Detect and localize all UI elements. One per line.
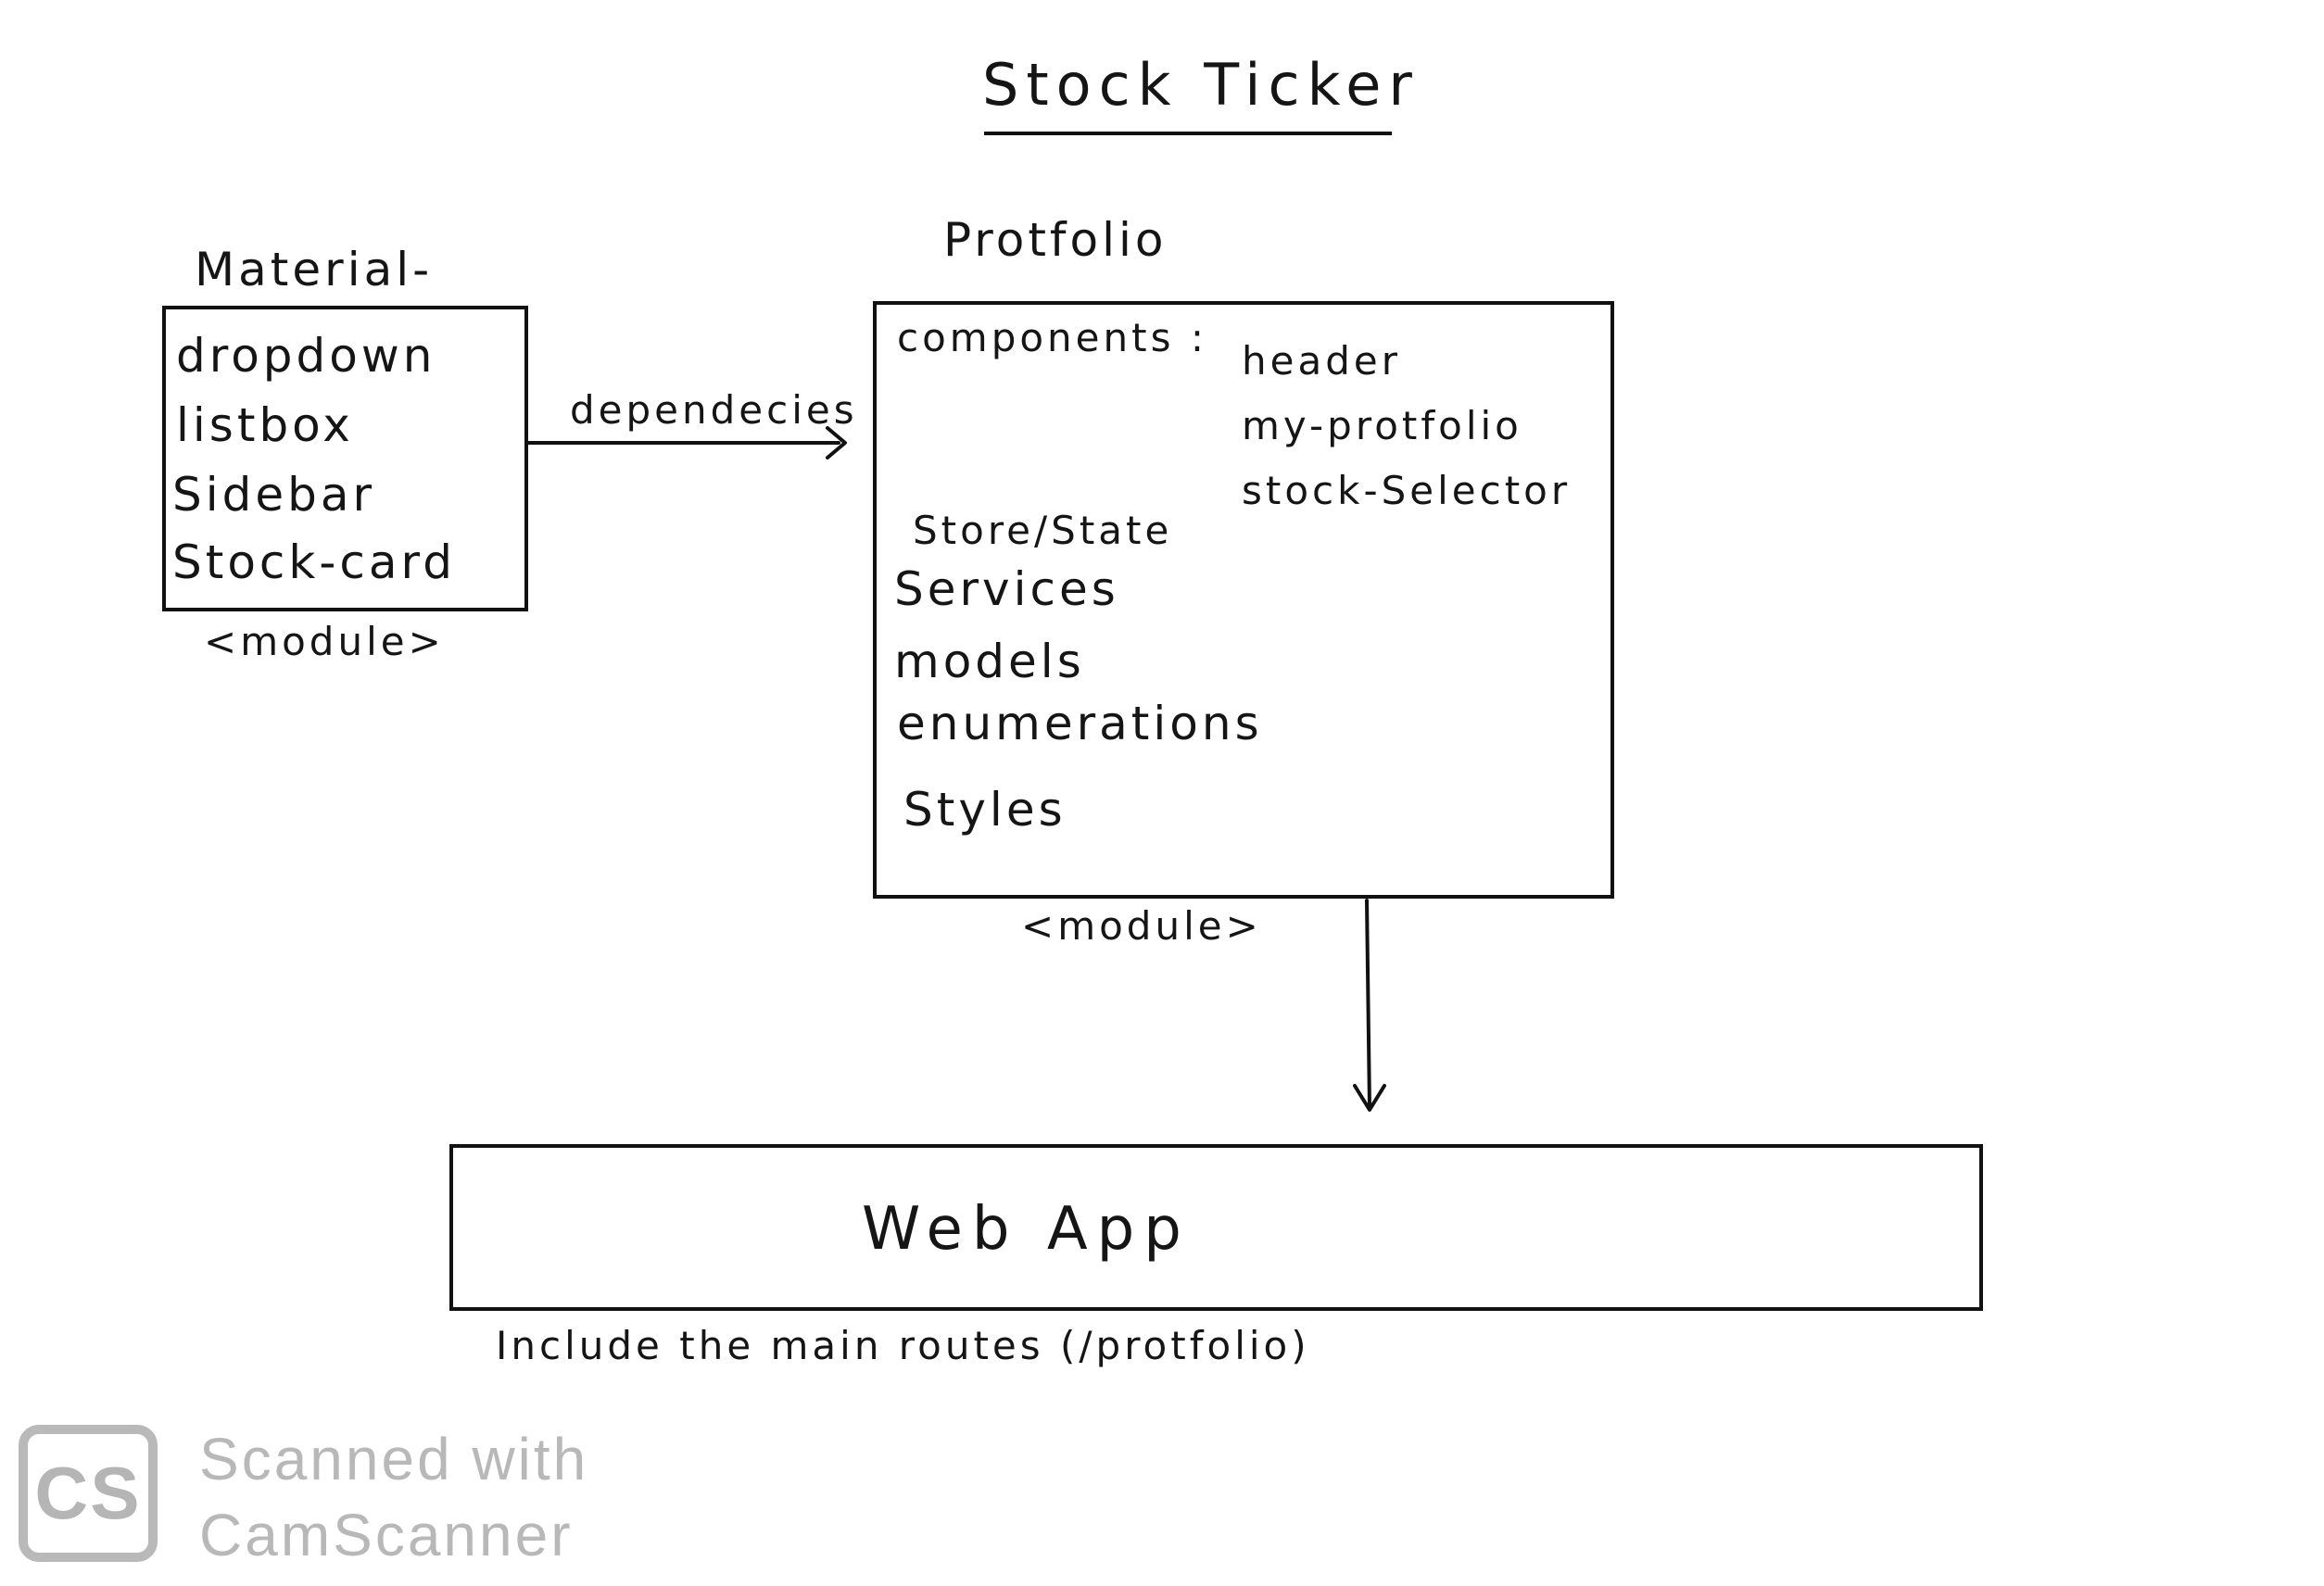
watermark-line-1: Scanned with xyxy=(199,1426,589,1492)
material-item-stock-card: Stock-card xyxy=(172,535,456,589)
webapp-box xyxy=(449,1144,1983,1311)
material-module-label: <module> xyxy=(204,619,445,664)
camscanner-logo: CS xyxy=(19,1425,158,1562)
webapp-title: Web App xyxy=(862,1195,1191,1264)
folder-styles: Styles xyxy=(903,783,1067,837)
folder-services: Services xyxy=(894,562,1119,616)
folder-store-state: Store/State xyxy=(913,508,1173,553)
portfolio-to-webapp-arrow xyxy=(1353,899,1386,1112)
portfolio-title: Protfolio xyxy=(943,213,1168,267)
component-my-portfolio: my-protfolio xyxy=(1242,403,1522,448)
diagram-title: Stock Ticker xyxy=(982,51,1420,119)
webapp-note: Include the main routes (/protfolio) xyxy=(496,1323,1310,1368)
material-item-dropdown: dropdown xyxy=(176,329,436,383)
component-stock-selector: stock-Selector xyxy=(1242,468,1572,513)
component-header: header xyxy=(1242,338,1401,384)
material-title: Material- xyxy=(195,243,434,296)
portfolio-module-label: <module> xyxy=(1021,903,1262,949)
material-module-box xyxy=(162,306,528,611)
title-underline xyxy=(984,132,1392,135)
components-label: components : xyxy=(897,315,1207,360)
folder-enumerations: enumerations xyxy=(897,697,1263,750)
dependency-label: dependecies xyxy=(570,387,858,433)
folder-models: models xyxy=(894,635,1085,688)
material-item-listbox: listbox xyxy=(176,398,354,452)
portfolio-module-box xyxy=(873,301,1614,899)
watermark-line-2: CamScanner xyxy=(199,1502,574,1568)
dependency-arrow xyxy=(526,426,847,459)
material-item-sidebar: Sidebar xyxy=(172,468,376,522)
